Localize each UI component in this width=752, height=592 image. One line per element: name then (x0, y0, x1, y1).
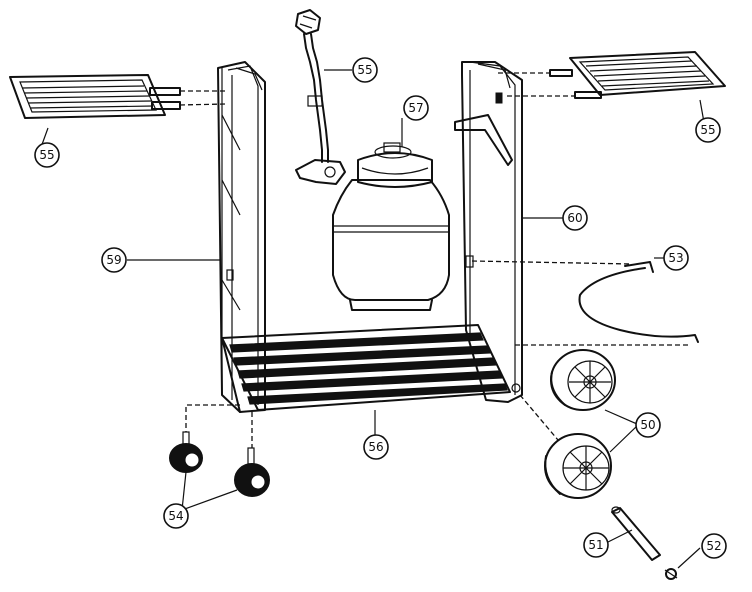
callout-axle: 51 (583, 532, 609, 558)
wheel-lower (544, 433, 612, 499)
svg-text:51: 51 (588, 538, 603, 552)
tank-retainer-wire (471, 260, 699, 346)
svg-text:55: 55 (39, 148, 54, 162)
callout-side-shelf-right: 55 (695, 117, 721, 143)
svg-text:60: 60 (567, 211, 582, 225)
svg-text:56: 56 (368, 440, 383, 454)
side-shelf-right (498, 51, 726, 99)
svg-text:57: 57 (408, 101, 423, 115)
svg-text:52: 52 (706, 539, 721, 553)
callout-caster: 54 (163, 503, 189, 529)
callout-side-shelf-left: 55 (34, 142, 60, 168)
wheel-upper (550, 349, 616, 411)
callout-cart-frame-right: 60 (562, 205, 588, 231)
svg-text:55: 55 (700, 123, 715, 137)
axle-cap (664, 568, 678, 580)
caster-right (234, 412, 270, 497)
side-shelf-left (9, 74, 226, 119)
callout-gas-regulator-hose: 55 (352, 57, 378, 83)
callout-propane-tank: 57 (403, 95, 429, 121)
callout-wheel: 50 (635, 412, 661, 438)
callout-tank-retainer-wire: 53 (663, 245, 689, 271)
callout-bottom-shelf: 56 (363, 434, 389, 460)
callout-cart-frame-left: 59 (101, 247, 127, 273)
svg-text:53: 53 (668, 251, 683, 265)
cart-frame-right (454, 61, 523, 403)
svg-text:59: 59 (106, 253, 121, 267)
svg-text:50: 50 (640, 418, 655, 432)
propane-tank (332, 142, 450, 311)
svg-text:55: 55 (357, 63, 372, 77)
caster-left (169, 404, 240, 473)
axle (611, 506, 661, 561)
gas-regulator-hose (295, 9, 352, 185)
callout-axle-cap: 52 (701, 533, 727, 559)
bottom-shelf (221, 324, 511, 445)
svg-text:54: 54 (168, 509, 183, 523)
